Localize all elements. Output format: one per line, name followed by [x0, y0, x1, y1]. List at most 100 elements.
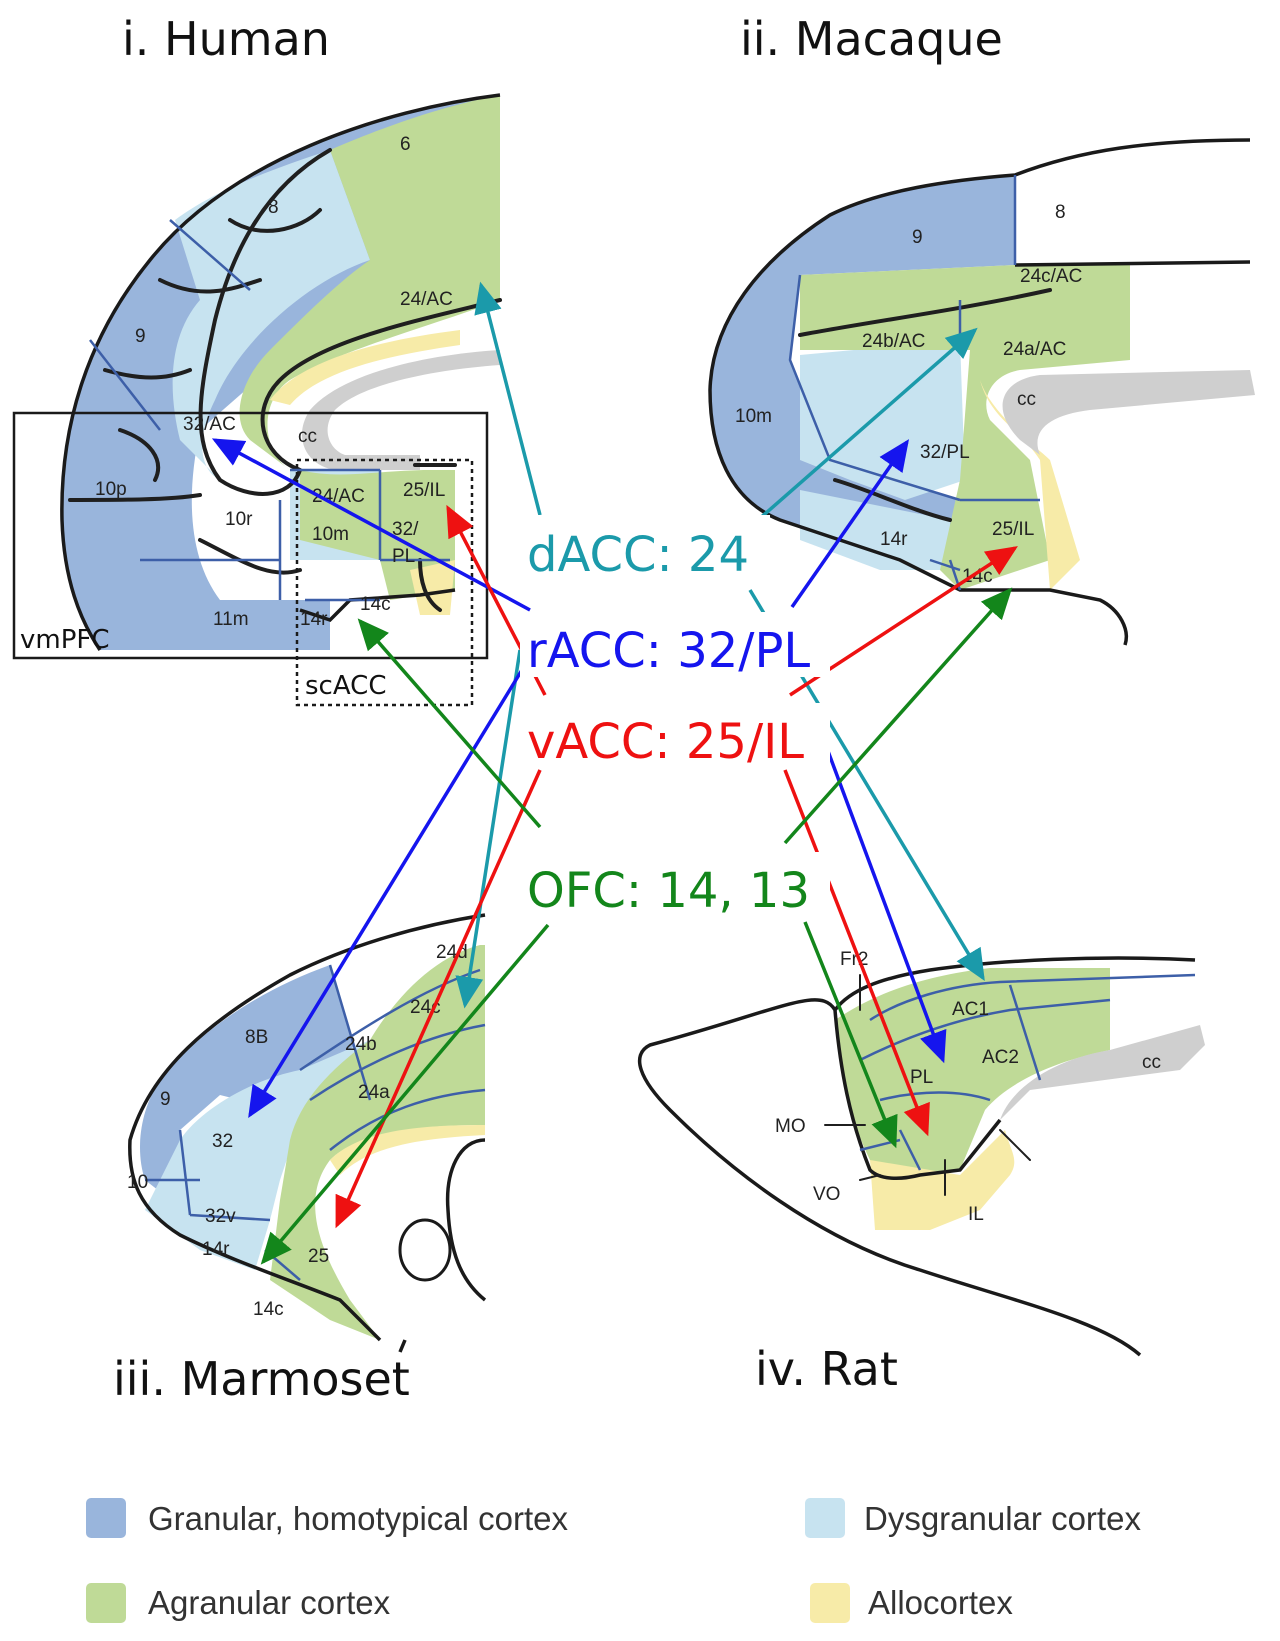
scacc-box [295, 458, 474, 707]
area-label: 32 [212, 1131, 233, 1152]
macaque-sulci [798, 288, 1052, 522]
area-label: Fr2 [840, 949, 869, 970]
macaque-area-labels: 8 9 24c/AC 24b/AC 24a/AC cc 10m 32/PL 25… [735, 202, 1082, 587]
rat-area-labels: Fr2 AC1 AC2 cc PL MO VO IL [775, 949, 1161, 1225]
area-label: 6 [400, 134, 411, 155]
dacc-arrow-macaque [756, 327, 978, 522]
rat-leader-lines [824, 974, 1031, 1196]
area-label: 10 [127, 1172, 148, 1193]
legend-swatch-allocortex [810, 1583, 850, 1623]
human-allocortex [270, 330, 460, 405]
area-label: 14r [880, 529, 908, 550]
area-label: 10m [735, 406, 772, 427]
dacc-label-bg [520, 515, 770, 580]
ofc-label: OFC: 14, 13 [527, 863, 810, 919]
human-agranular-scacc [300, 470, 455, 600]
legend-label-granular: Granular, homotypical cortex [148, 1500, 569, 1537]
human-agranular-region [239, 95, 500, 470]
macaque-panel-title: ii. Macaque [740, 12, 1003, 66]
area-label: 24/AC [312, 486, 365, 507]
macaque-brain-panel: ii. Macaque 8 9 24c/AC 24b/AC 24a/AC cc … [708, 12, 1255, 646]
legend-swatch-agranular [86, 1583, 126, 1623]
legend-swatch-granular [86, 1498, 126, 1538]
ofc-arrow-human [357, 618, 542, 829]
area-label: MO [775, 1116, 806, 1137]
rat-brain-panel: iv. Rat Fr2 AC1 AC2 cc PL MO VO IL [638, 949, 1205, 1396]
area-label: 14r [202, 1239, 230, 1260]
marmoset-allocortex [330, 1125, 485, 1175]
human-dysgranular-region [172, 150, 370, 480]
rat-outline [638, 956, 1196, 1357]
area-label: cc [1142, 1052, 1161, 1073]
racc-arrow-rat [820, 734, 947, 1064]
racc-arrow-macaque [790, 439, 910, 609]
macaque-area-boundaries [788, 175, 1040, 591]
area-label: 24b [345, 1034, 377, 1055]
area-label: 25 [308, 1246, 329, 1267]
area-label: 32/AC [183, 414, 236, 435]
human-corpus-callosum [301, 300, 500, 470]
vmpfc-label: vmPFC [20, 625, 110, 655]
area-label: AC1 [952, 999, 989, 1020]
area-label: 9 [135, 326, 146, 347]
area-label: 14c [253, 1299, 284, 1320]
legend-label-dysgranular: Dysgranular cortex [864, 1500, 1141, 1537]
racc-arrow-marmoset [248, 664, 527, 1118]
area-label: 8 [1055, 202, 1066, 223]
legend-swatch-dysgranular [805, 1498, 845, 1538]
area-label: 9 [160, 1089, 171, 1110]
area-label: cc [298, 426, 317, 447]
dacc-label: dACC: 24 [527, 527, 749, 583]
human-panel-title: i. Human [122, 12, 330, 66]
area-label: 32/ [392, 519, 419, 540]
area-label: 25/IL [403, 480, 445, 501]
racc-label-bg [520, 612, 830, 677]
area-label: 24b/AC [862, 331, 925, 352]
vacc-label: vACC: 25/IL [527, 714, 804, 770]
marmoset-area-labels: 24d 8B 24c 24b 9 24a 32 10 32v 14r 25 14… [127, 942, 468, 1320]
rat-panel-title: iv. Rat [755, 1342, 898, 1396]
area-label: IL [968, 1204, 984, 1225]
human-sulci [68, 148, 502, 612]
legend: Granular, homotypical cortex Dysgranular… [86, 1498, 1141, 1623]
racc-arrow-human [211, 438, 531, 612]
macaque-corpus-callosum [1002, 370, 1255, 455]
marmoset-ventral-structure [398, 1218, 452, 1282]
area-label: 10r [225, 509, 253, 530]
macaque-dysgranular-region [800, 340, 965, 500]
area-label: 32v [205, 1206, 236, 1227]
ofc-arrow-marmoset [260, 923, 550, 1265]
area-label: cc [1017, 389, 1036, 410]
area-label: 24c/AC [1020, 266, 1082, 287]
area-label: 24/AC [400, 289, 453, 310]
marmoset-agranular-region [270, 945, 485, 1340]
macaque-dysgranular-14r [800, 490, 950, 570]
area-label: PL [392, 546, 415, 567]
human-area-boundaries [89, 219, 450, 602]
area-label: 11m [213, 609, 249, 630]
area-label: 14c [360, 594, 391, 615]
marmoset-area-boundaries [145, 964, 486, 1281]
region-labels: dACC: 24 rACC: 32/PL vACC: 25/IL OFC: 14… [520, 515, 830, 919]
area-label: 10m [312, 524, 349, 545]
area-label: 25/IL [992, 519, 1034, 540]
area-label: 24a/AC [1003, 339, 1066, 360]
area-label: 10p [95, 479, 127, 500]
dacc-arrow-marmoset [455, 649, 522, 1009]
area-label: AC2 [982, 1047, 1019, 1068]
marmoset-brain-panel: iii. Marmoset 24d 8B 24c 24b 9 24a 32 10… [113, 913, 487, 1406]
rat-allocortex [870, 1130, 1015, 1230]
dacc-arrow-human [474, 281, 542, 516]
area-label: 24a [358, 1082, 390, 1103]
scacc-label: scACC [305, 671, 386, 701]
area-label: 8 [268, 197, 279, 218]
rat-corpus-callosum [1000, 1025, 1205, 1120]
area-label: 14c [962, 566, 993, 587]
area-label: VO [813, 1184, 840, 1205]
vmpfc-box [12, 411, 489, 660]
area-label: 8B [245, 1027, 268, 1048]
area-label: 9 [912, 227, 923, 248]
macaque-allocortex [980, 380, 1080, 590]
vacc-label-bg [520, 703, 830, 768]
